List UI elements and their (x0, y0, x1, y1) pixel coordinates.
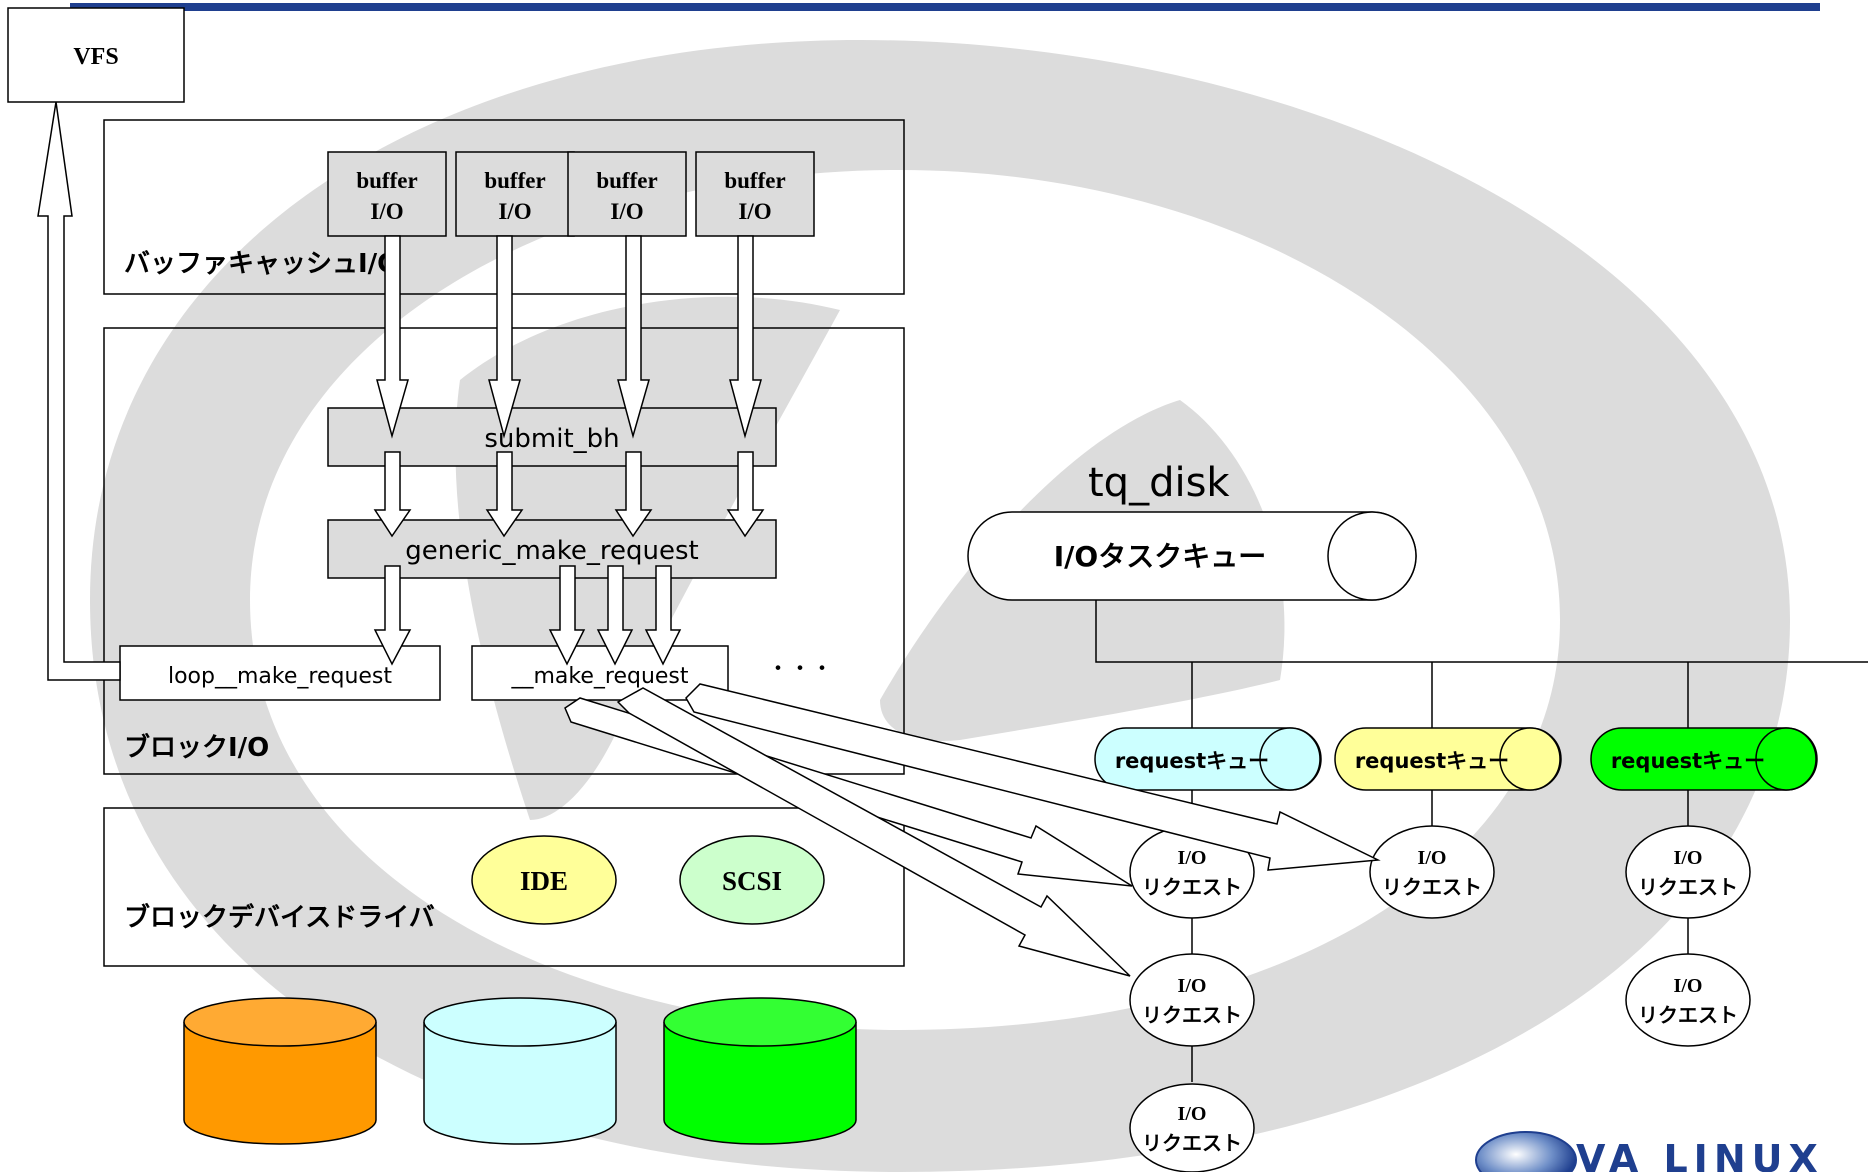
svg-text:リクエスト: リクエスト (1638, 875, 1738, 899)
flow-arrows (37, 101, 765, 681)
ide-label: IDE (520, 866, 568, 896)
svg-text:I/O: I/O (1674, 975, 1703, 997)
header-bar (70, 3, 1820, 11)
svg-text:リクエスト: リクエスト (1382, 875, 1482, 899)
svg-text:リクエスト: リクエスト (1638, 1003, 1738, 1027)
generic-make-request-label: generic_make_request (405, 536, 698, 566)
svg-text:リクエスト: リクエスト (1142, 875, 1242, 899)
ellipsis: ・・・ (767, 657, 833, 682)
io-request-node: I/O リクエスト (1625, 953, 1751, 1047)
buffer-io-line1: buffer (484, 168, 545, 193)
request-queue (1590, 727, 1818, 791)
disk-cylinder (663, 997, 857, 1145)
submit-bh-box (327, 407, 777, 467)
request-queue-label: requestキュー (1611, 749, 1765, 773)
request-queue (1094, 727, 1322, 791)
request-queue-label: requestキュー (1355, 749, 1509, 773)
queue-connectors (1095, 600, 1868, 1082)
buffer-io-line1: buffer (724, 168, 785, 193)
io-request-node: I/O リクエスト (1129, 953, 1255, 1047)
io-request-node: I/O リクエスト (1129, 1083, 1255, 1172)
vfs-label: VFS (73, 44, 118, 70)
make-request-label: __make_request (510, 664, 688, 689)
buffer-io-box: buffer I/O (695, 151, 815, 237)
io-task-queue-label: I/Oタスクキュー (1054, 540, 1266, 573)
buffer-io-line1: buffer (356, 168, 417, 193)
svg-text:I/O: I/O (1178, 847, 1207, 869)
block-io-label: ブロックI/O (124, 732, 269, 763)
io-request-node: I/O リクエスト (1129, 825, 1255, 919)
buffer-io-box: buffer I/O (567, 151, 687, 237)
svg-text:I/O: I/O (1674, 847, 1703, 869)
loop-make-request-label: loop__make_request (168, 664, 392, 689)
vfs-box (7, 7, 185, 103)
make-request-box (471, 645, 729, 701)
ide-ellipse (471, 835, 617, 925)
buffer-io-line1: buffer (596, 168, 657, 193)
io-task-queue (967, 511, 1417, 601)
va-linux-logo: VA LINUX (1475, 1131, 1824, 1172)
buffer-io-line2: I/O (370, 199, 403, 224)
tq-disk-label: tq_disk (1088, 460, 1230, 506)
block-driver-box (103, 807, 905, 967)
request-queue-label: requestキュー (1115, 749, 1269, 773)
block-driver-label: ブロックデバイスドライバ (124, 902, 435, 933)
buffer-io-box: buffer I/O (455, 151, 575, 237)
buffer-io-line2: I/O (738, 199, 771, 224)
buffer-io-box: buffer I/O (327, 151, 447, 237)
svg-text:リクエスト: リクエスト (1142, 1003, 1242, 1027)
scsi-label: SCSI (722, 866, 782, 896)
io-request-node: I/O リクエスト (1369, 825, 1495, 919)
scsi-ellipse (679, 835, 825, 925)
buffer-io-line2: I/O (610, 199, 643, 224)
buffer-io-line2: I/O (498, 199, 531, 224)
submit-bh-label: submit_bh (484, 424, 619, 454)
io-request-node: I/O リクエスト (1625, 825, 1751, 919)
svg-text:I/O: I/O (1418, 847, 1447, 869)
svg-text:リクエスト: リクエスト (1142, 1131, 1242, 1155)
dispatch-arrows (564, 683, 1381, 977)
disk-cylinder (423, 997, 617, 1145)
svg-text:I/O: I/O (1178, 975, 1207, 997)
disk-cylinder (183, 997, 377, 1145)
buffer-cache-label: バッファキャッシュI/O (124, 249, 399, 279)
svg-text:I/O: I/O (1178, 1103, 1207, 1125)
generic-make-request-box (327, 519, 777, 579)
svg-text:VA LINUX: VA LINUX (1576, 1137, 1824, 1172)
request-queue (1334, 727, 1562, 791)
